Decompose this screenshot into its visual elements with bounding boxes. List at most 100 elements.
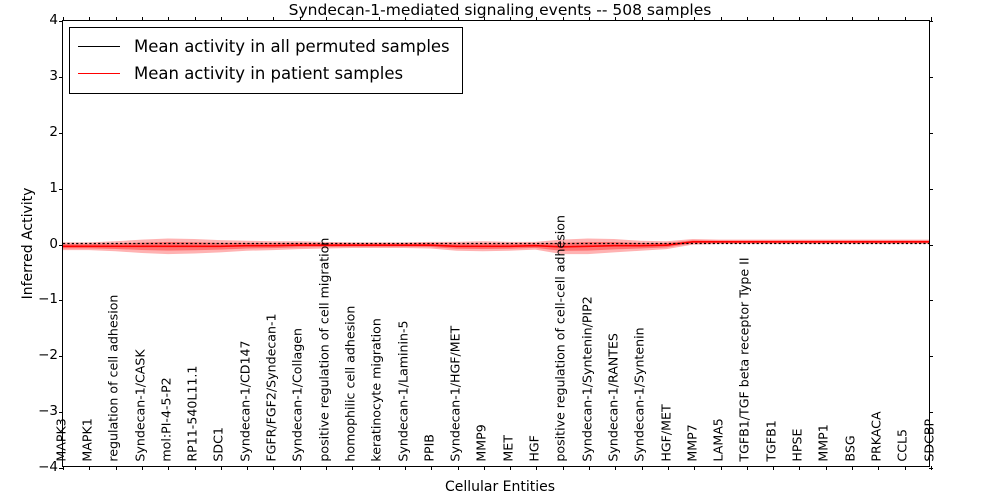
x-tick-mark (326, 17, 328, 21)
x-tick-mark (326, 466, 328, 470)
y-tick-label: −1 (38, 291, 58, 308)
x-tick-label: Syndecan-1/Laminin-5 (394, 320, 410, 462)
legend-label-patient: Mean activity in patient samples (134, 63, 404, 83)
x-axis-label: Cellular Entities (444, 479, 556, 495)
x-tick-mark (641, 466, 643, 470)
x-tick-label: BSG (842, 435, 858, 462)
x-tick-mark (615, 466, 617, 470)
x-tick-label: TGFB1/TGF beta receptor Type II (736, 257, 752, 462)
y-tick-mark (59, 244, 63, 246)
x-tick-mark (904, 17, 906, 21)
series-lines (63, 241, 929, 248)
x-tick-mark (510, 17, 512, 21)
x-tick-label: Syndecan-1/Collagen (289, 328, 305, 462)
x-tick-mark (168, 466, 170, 470)
x-tick-mark (273, 466, 275, 470)
x-tick-mark (352, 17, 354, 21)
x-tick-mark (562, 17, 564, 21)
x-tick-mark (720, 466, 722, 470)
x-tick-label: positive regulation of cell-cell adhesio… (552, 215, 568, 462)
chart-title: Syndecan-1-mediated signaling events -- … (288, 1, 712, 19)
x-tick-mark (63, 17, 64, 21)
x-tick-label: MAPK1 (79, 418, 95, 462)
y-tick-mark (929, 244, 933, 246)
x-tick-mark (483, 17, 485, 21)
x-tick-mark (141, 17, 143, 21)
x-tick-mark (299, 17, 301, 21)
y-tick-label: 4 (49, 12, 58, 28)
y-tick-mark (59, 21, 63, 22)
x-tick-label: homophilic cell adhesion (342, 306, 358, 462)
x-tick-mark (536, 17, 538, 21)
y-tick-mark (59, 300, 63, 302)
x-tick-mark (746, 17, 748, 21)
legend: Mean activity in all permuted samples Me… (69, 27, 463, 94)
x-tick-mark (483, 466, 485, 470)
y-tick-label: 3 (49, 67, 58, 84)
x-tick-mark (878, 466, 880, 470)
x-tick-label: MMP1 (815, 424, 831, 462)
x-tick-mark (378, 466, 380, 470)
legend-label-permuted: Mean activity in all permuted samples (134, 36, 450, 56)
x-tick-label: Syndecan-1/RANTES (605, 333, 621, 462)
x-tick-label: HGF/MET (657, 404, 673, 462)
plot-clip (63, 21, 929, 466)
y-tick-mark (59, 356, 63, 358)
y-tick-label: −3 (38, 403, 58, 420)
x-tick-label: mol:PI-4-5-P2 (158, 377, 174, 462)
y-axis-label: Inferred Activity (20, 187, 36, 300)
x-tick-label: MMP9 (473, 424, 489, 462)
x-tick-label: PRKACA (868, 411, 884, 462)
x-tick-label: Syndecan-1/HGF/MET (447, 326, 463, 462)
x-tick-mark (168, 17, 170, 21)
x-tick-mark (378, 17, 380, 21)
x-tick-label: MET (500, 435, 516, 462)
x-tick-mark (299, 466, 301, 470)
x-tick-label: SDCBP (921, 419, 936, 462)
y-tick-label: −2 (38, 347, 58, 364)
x-tick-label: MMP7 (684, 424, 700, 462)
x-tick-label: HGF (526, 435, 542, 462)
y-tick-mark (929, 21, 933, 22)
y-tick-mark (59, 468, 63, 469)
y-tick-mark (929, 412, 933, 414)
y-tick-label: 2 (49, 123, 58, 140)
x-tick-mark (720, 17, 722, 21)
x-tick-label: HPSE (789, 428, 805, 462)
y-tick-mark (59, 76, 63, 78)
y-tick-mark (929, 300, 933, 302)
x-tick-mark (667, 17, 669, 21)
x-tick-mark (825, 466, 827, 470)
x-tick-mark (931, 466, 932, 470)
x-tick-mark (773, 466, 775, 470)
x-tick-mark (352, 466, 354, 470)
x-tick-mark (89, 466, 91, 470)
legend-line-icon-permuted (78, 46, 120, 47)
x-tick-mark (457, 17, 459, 21)
y-tick-mark (929, 356, 933, 358)
x-tick-mark (457, 466, 459, 470)
y-tick-mark (59, 188, 63, 190)
x-tick-mark (89, 17, 91, 21)
y-tick-label: 0 (49, 235, 58, 252)
x-tick-mark (247, 17, 249, 21)
x-tick-mark (194, 17, 196, 21)
x-tick-label: Syndecan-1/CASK (131, 349, 147, 462)
x-tick-mark (404, 17, 406, 21)
x-tick-label: LAMA5 (710, 418, 726, 462)
x-tick-mark (273, 17, 275, 21)
y-tick-mark (929, 132, 933, 134)
x-tick-mark (536, 466, 538, 470)
x-tick-mark (615, 17, 617, 21)
x-tick-mark (773, 17, 775, 21)
y-tick-label: 1 (49, 179, 58, 196)
x-tick-mark (799, 17, 801, 21)
x-tick-mark (431, 466, 433, 470)
x-tick-label: Syndecan-1/Syntenin (631, 327, 647, 462)
x-tick-mark (247, 466, 249, 470)
x-tick-mark (694, 17, 696, 21)
x-tick-mark (431, 17, 433, 21)
x-tick-mark (510, 466, 512, 470)
